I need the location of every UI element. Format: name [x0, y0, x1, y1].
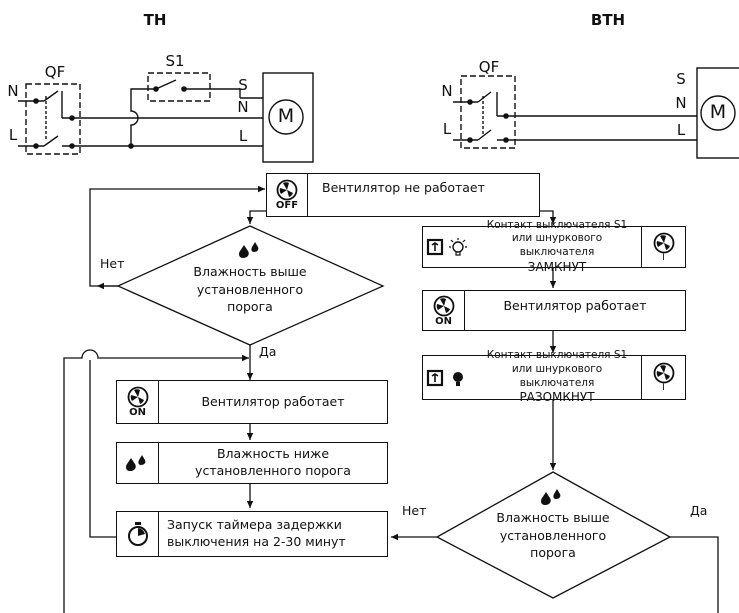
flow-connectors	[63, 185, 719, 613]
contact-closed-box: Контакт выключателя S1 или шнуркового вы…	[422, 218, 686, 274]
label-n-bth: N	[441, 82, 453, 100]
wiring-diagram-bth	[453, 67, 739, 159]
fan-on-icon: ON	[117, 381, 159, 423]
label-qf-bth: QF	[478, 58, 500, 76]
terminal-l-bth: L	[676, 121, 686, 139]
label-n-th: N	[7, 82, 19, 100]
right-decision-text: Влажность выше установленного порога	[496, 510, 610, 560]
humidity-below-box: Влажность ниже установленного порога	[116, 442, 388, 484]
terminal-n-bth: N	[675, 94, 687, 112]
wiring-dots-bth	[467, 99, 509, 143]
stopwatch-icon	[117, 512, 159, 556]
humidity-below-text: Влажность ниже установленного порога	[195, 446, 351, 478]
droplets-icon	[541, 489, 561, 505]
wiring-dots-th	[33, 86, 187, 149]
motor-label-bth: M	[709, 101, 727, 123]
label-l-th: L	[8, 126, 18, 144]
fan-on-right-text: Вентилятор работает	[503, 298, 647, 313]
fan-on-box-right: ON Вентилятор работает	[422, 290, 686, 331]
motor-box-bth	[696, 67, 739, 159]
terminal-n-th: N	[237, 98, 249, 116]
decision-diamond-left	[116, 225, 385, 346]
left-decision-no: Нет	[100, 256, 125, 271]
badge-i: I	[662, 383, 665, 393]
left-decision-text: Влажность выше установленного порога	[193, 264, 307, 314]
switch-closed-icon	[423, 227, 473, 267]
decision-diamond-right	[435, 471, 672, 599]
motor-symbol-th	[268, 99, 304, 135]
start-text: Вентилятор не работает	[322, 180, 485, 195]
qf-breaker-th	[25, 83, 81, 155]
terminal-l-th: L	[238, 127, 248, 145]
label-l-bth: L	[442, 120, 452, 138]
droplets-icon	[117, 443, 159, 483]
left-decision-yes: Да	[259, 344, 277, 359]
header-th: TH	[143, 11, 167, 29]
fan-i-icon: I	[641, 227, 685, 267]
fan-on-text: Вентилятор работает	[201, 393, 345, 409]
fan-on-box: ON Вентилятор работает	[116, 380, 388, 424]
fan-i-icon: I	[641, 356, 685, 399]
header-bth: BTH	[590, 11, 626, 29]
timer-box: Запуск таймера задержки выключения на 2-…	[116, 511, 388, 557]
terminal-s-bth: S	[676, 70, 686, 88]
contact-open-text: Контакт выключателя S1 или шнуркового вы…	[486, 349, 628, 405]
badge-off: OFF	[275, 200, 299, 211]
qf-breaker-bth	[460, 75, 516, 149]
timer-text: Запуск таймера задержки выключения на 2-…	[167, 517, 346, 549]
s1-switch-box	[147, 72, 211, 102]
droplets-icon	[239, 242, 259, 258]
wiring-diagram-th	[18, 72, 314, 163]
badge-i: I	[662, 252, 665, 263]
contact-open-box: Контакт выключателя S1 или шнуркового вы…	[422, 349, 686, 405]
fan-on-icon: ON	[423, 291, 465, 330]
motor-label-th: M	[277, 105, 295, 127]
label-qf-th: QF	[44, 63, 66, 81]
badge-on: ON	[435, 315, 452, 327]
right-decision-yes: Да	[690, 503, 708, 518]
fan-off-icon: OFF	[267, 174, 308, 216]
contact-closed-text: Контакт выключателя S1 или шнуркового вы…	[486, 218, 628, 274]
right-decision-no: Нет	[402, 503, 427, 518]
terminal-s-th: S	[238, 76, 248, 94]
motor-symbol-bth	[700, 95, 736, 131]
badge-on: ON	[129, 407, 146, 418]
label-s1: S1	[165, 52, 185, 70]
start-box: OFF Вентилятор не работает	[266, 173, 540, 217]
switch-open-icon	[423, 356, 473, 399]
